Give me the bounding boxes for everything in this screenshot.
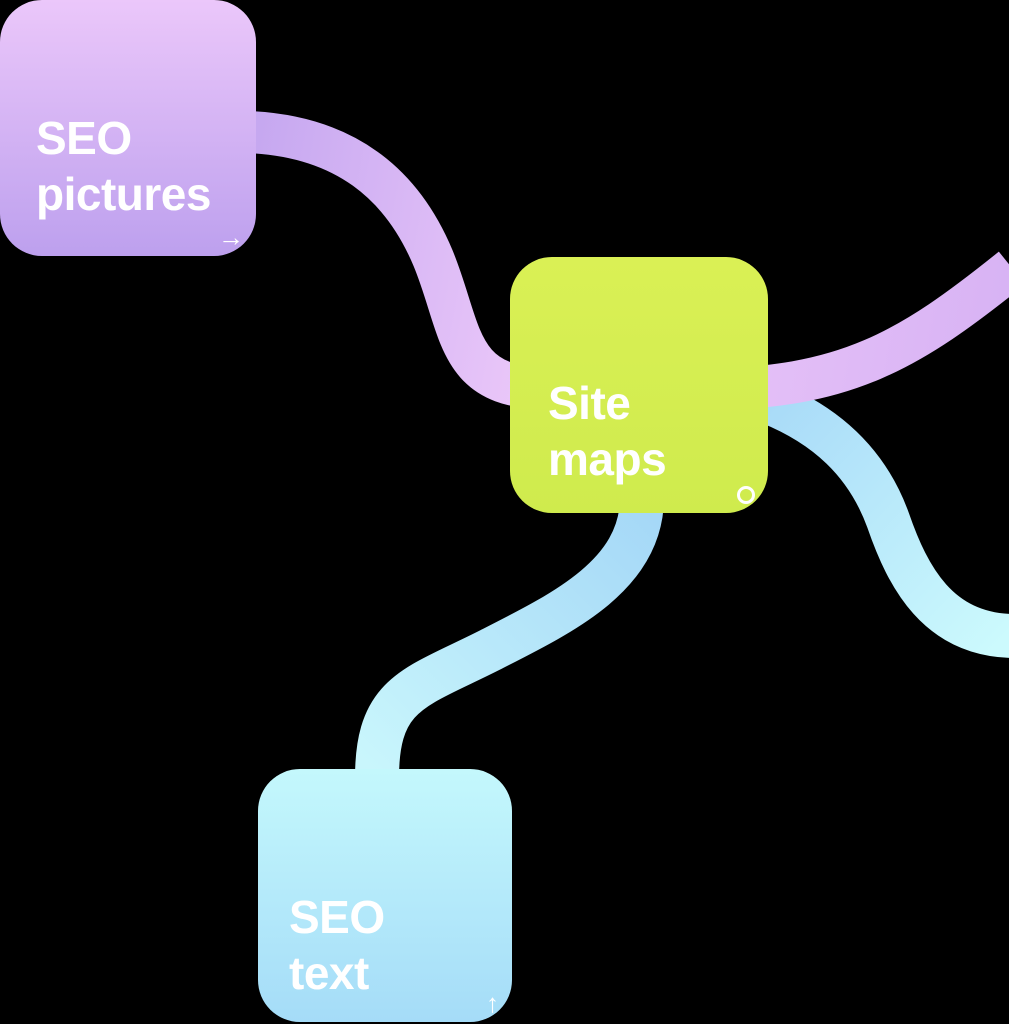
arrow-right-icon: → bbox=[218, 222, 244, 252]
arrow-up-icon: ↑ bbox=[486, 988, 499, 1018]
connector-sitemaps-to-seotext bbox=[355, 498, 664, 779]
node-seo-pictures[interactable]: SEO pictures → bbox=[0, 0, 256, 256]
node-seo-text[interactable]: SEO text ↑ bbox=[258, 769, 512, 1022]
node-label-seo-text: SEO text bbox=[289, 891, 385, 999]
node-label-seo-pictures: SEO pictures bbox=[36, 112, 211, 220]
connector-pictures-to-sitemaps-to-right-edge bbox=[246, 111, 1009, 411]
connector-sitemaps-to-right-edge bbox=[750, 377, 1009, 658]
node-site-maps[interactable]: Site maps bbox=[510, 257, 768, 513]
node-label-site-maps: Site maps bbox=[548, 377, 667, 485]
circle-icon bbox=[737, 486, 755, 504]
